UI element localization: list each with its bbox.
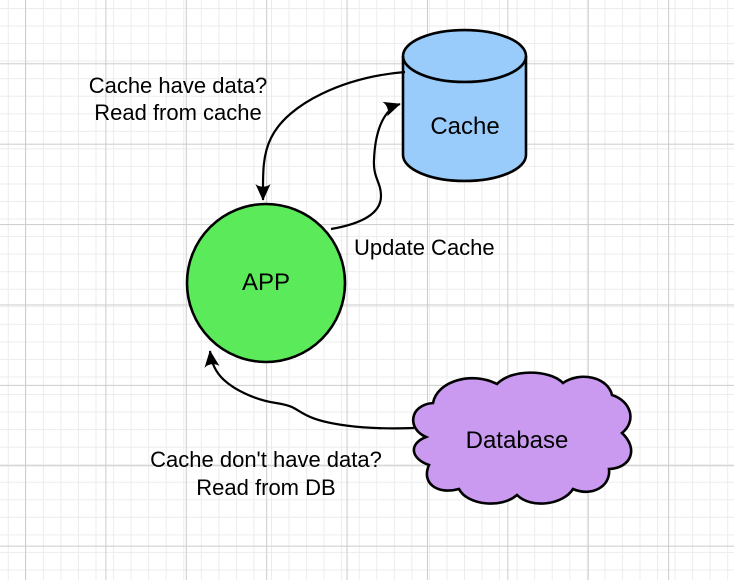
edge-app-to-cache[interactable] [330,101,401,231]
app-node-label: APP [241,269,291,296]
edge-label-read-from-db: Cache don't have data? Read from DB [150,447,382,500]
edge-label-update-cache: Update Cache [354,235,495,260]
cache-node[interactable] [401,28,528,183]
cache-cylinder-lid [401,55,528,84]
database-node[interactable] [411,371,633,505]
cache-cylinder-body[interactable] [401,28,528,183]
cache-node-label: Cache [430,113,500,140]
database-node-label: Database [465,427,569,454]
app-node[interactable] [185,202,347,364]
edge-cache-to-app[interactable] [255,70,406,201]
edge-label-read-from-cache: Cache have data? Read from cache [88,73,268,125]
edge-database-to-app[interactable] [204,350,415,430]
